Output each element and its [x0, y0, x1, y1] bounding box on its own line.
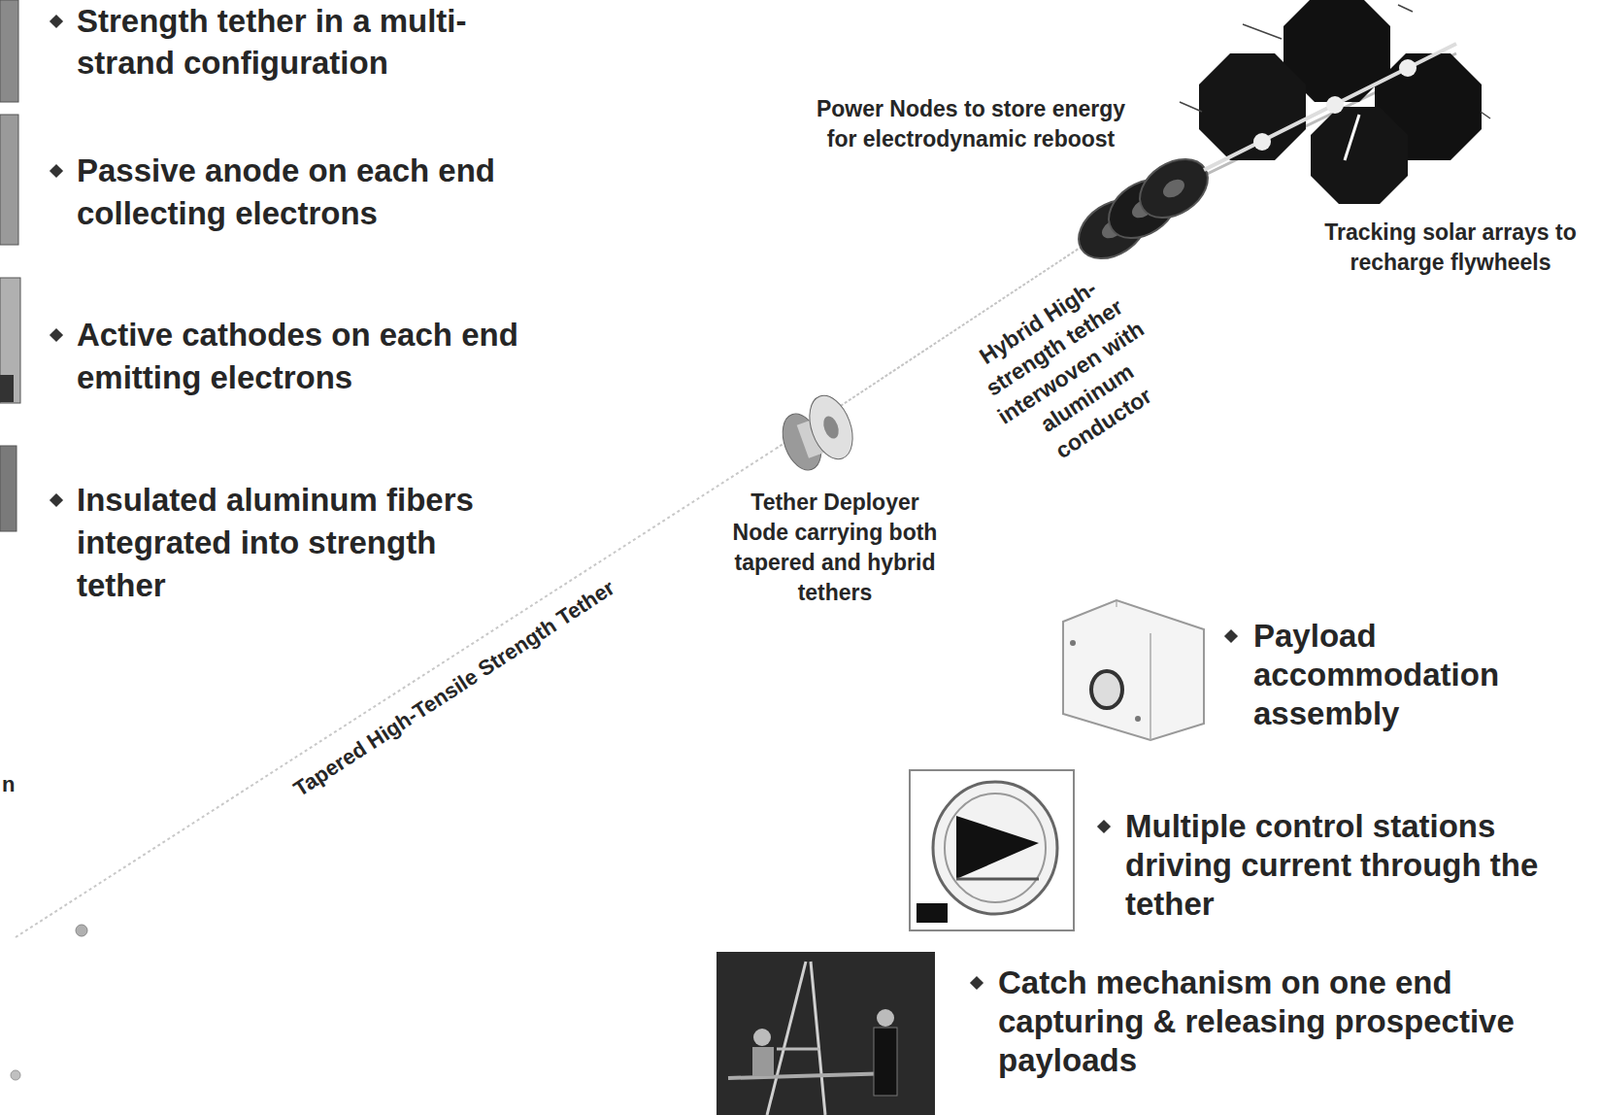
label-text: Payload accommodation assembly — [1253, 617, 1500, 732]
bullet-diamond — [49, 164, 64, 178]
bullet-diamond — [49, 328, 64, 342]
bullet-diamond — [1224, 629, 1238, 643]
catch-mechanism-photo — [716, 951, 935, 1115]
label-text: Hybrid High-strength tether interwoven w… — [974, 274, 1157, 464]
solar-arrays — [1179, 0, 1491, 204]
payload-assembly — [1063, 600, 1204, 740]
tapered-tether — [15, 448, 776, 937]
callout-label: Tether Deployer Node carrying both taper… — [731, 487, 940, 608]
bullet-text: Active cathodes on each end emitting ele… — [76, 313, 582, 400]
bullet-diamond — [969, 975, 984, 990]
label-text: Power Nodes to store energy for electrod… — [816, 96, 1126, 152]
bullet-text: Catch mechanism on one end capturing & r… — [998, 963, 1596, 1080]
end-mass — [10, 1069, 21, 1080]
bullet-text: Passive anode on each end collecting ele… — [76, 149, 567, 235]
thumbnail-photo — [0, 445, 17, 532]
bullet-diamond — [49, 493, 64, 507]
bullet-text: Insulated aluminum fibers integrated int… — [76, 478, 534, 607]
callout-label: Hybrid High-strength tether interwoven w… — [952, 259, 1190, 486]
label-text: Active cathodes on each end emitting ele… — [76, 316, 519, 396]
label-text: Tracking solar arrays to recharge flywhe… — [1324, 219, 1577, 275]
bullet-diamond — [49, 13, 64, 28]
bullet-text: Payload accommodation assembly — [1253, 616, 1545, 734]
label-text: Catch mechanism on one end capturing & r… — [998, 964, 1515, 1078]
tether-label: Tapered High-Tensile Strength Tether — [289, 574, 620, 802]
tether-deployer — [775, 389, 862, 475]
label-text: Tapered High-Tensile Strength Tether — [289, 574, 620, 801]
control-station-image — [909, 769, 1074, 931]
power-node-flywheels — [1067, 146, 1219, 270]
bullet-diamond — [1097, 819, 1111, 834]
label-text: n — [1, 771, 15, 797]
label-text: Passive anode on each end collecting ele… — [76, 152, 496, 232]
bullet-text: Strength tether in a multi-strand config… — [76, 0, 543, 84]
thumbnail-photo — [0, 277, 21, 403]
fragment-text: n — [1, 771, 15, 798]
bullet-text: Multiple control stations driving curren… — [1125, 806, 1553, 924]
callout-label: Tracking solar arrays to recharge flywhe… — [1309, 217, 1592, 278]
label-text: Strength tether in a multi-strand config… — [76, 2, 467, 81]
label-text: Insulated aluminum fibers integrated int… — [76, 481, 474, 603]
label-text: Multiple control stations driving curren… — [1125, 807, 1538, 922]
thumbnail-photo — [0, 114, 19, 245]
label-text: Tether Deployer Node carrying both taper… — [733, 489, 938, 605]
thumbnail-photo — [0, 0, 19, 102]
end-mass — [75, 924, 88, 936]
callout-label: Power Nodes to store energy for electrod… — [800, 94, 1141, 155]
thumbnail-photo — [0, 374, 14, 402]
